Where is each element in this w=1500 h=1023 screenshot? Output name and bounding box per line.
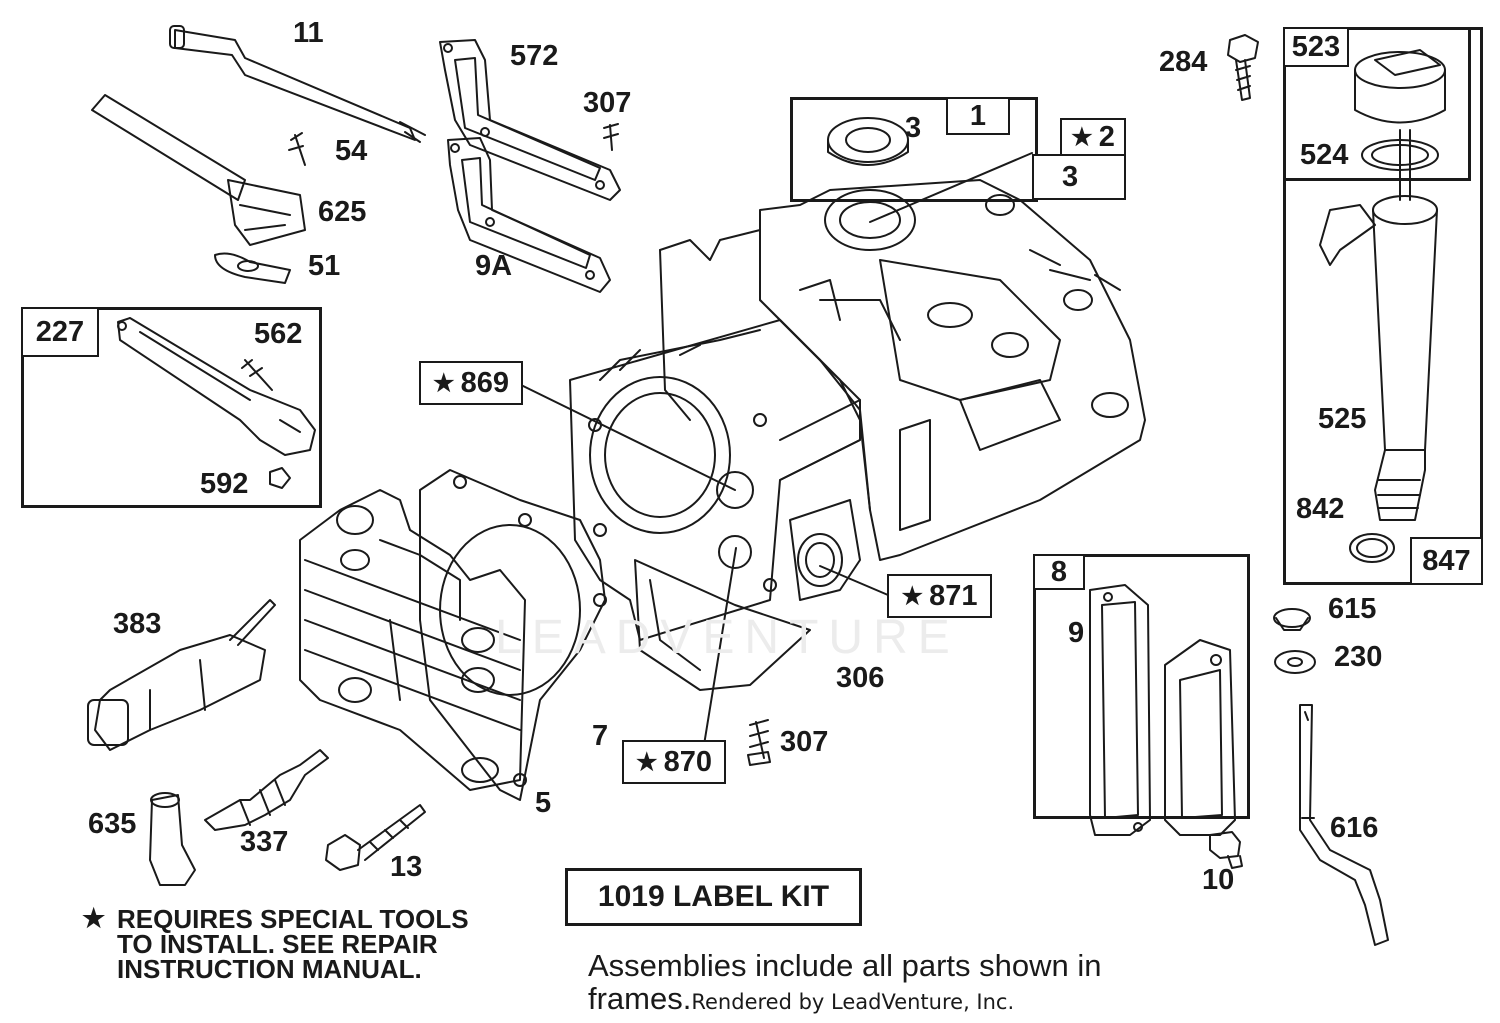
callout-7: 7 [592, 720, 609, 752]
star-icon: ★ [901, 582, 924, 610]
callout-592: 592 [200, 468, 249, 500]
callout-54: 54 [335, 135, 368, 167]
part-383-solenoid [87, 599, 276, 751]
assemblies-note: Assemblies include all parts shown in fr… [588, 949, 1101, 1019]
label-kit-box: 1019 LABEL KIT [565, 868, 862, 926]
frame-8-cover [1033, 554, 1250, 819]
part-9a-gasket [447, 137, 611, 293]
callout-10: 10 [1202, 864, 1235, 896]
assemblies-line-1: Assemblies include all parts shown in [588, 948, 1102, 983]
callout-635: 635 [88, 808, 137, 840]
callout-307-lower: 307 [780, 726, 829, 758]
watermark: LEADVENTURE [495, 611, 960, 664]
part-523-cap [1354, 49, 1446, 201]
part-616-link [1299, 704, 1389, 946]
part-307-screw [747, 719, 771, 766]
part-227-bracket [117, 317, 316, 489]
callout-3: 3 [905, 112, 922, 144]
callout-524: 524 [1300, 139, 1349, 171]
part-572-gasket [439, 39, 621, 201]
part-337-sparkplug [204, 749, 329, 831]
frame-523-cap [1283, 27, 1471, 181]
callout-9: 9 [1068, 617, 1085, 649]
callout-13: 13 [390, 851, 423, 883]
callout-230: 230 [1334, 641, 1383, 673]
star-icon: ★ [1071, 123, 1093, 151]
callout-615: 615 [1328, 593, 1377, 625]
callout-306: 306 [836, 662, 885, 694]
part-230-washer [1274, 650, 1316, 674]
label-3-boxed: 3 [1032, 154, 1126, 200]
label-523: 523 [1283, 27, 1349, 67]
part-306-plate [634, 559, 811, 691]
label-star-870: ★870 [622, 740, 726, 784]
part-crankcase [659, 179, 1146, 561]
label-869-text: 869 [460, 366, 509, 399]
label-871-text: 871 [929, 579, 978, 612]
callout-307-upper: 307 [583, 87, 632, 119]
leader-lines [518, 152, 1033, 746]
frame-227-bracket [21, 307, 322, 508]
callout-11: 11 [293, 17, 324, 49]
label-847: 847 [1410, 537, 1483, 585]
label-star-869: ★869 [419, 361, 523, 405]
callout-383: 383 [113, 608, 162, 640]
note-line: TO INSTALL. SEE REPAIR [117, 929, 438, 959]
part-11-tube [169, 25, 426, 143]
label-227: 227 [21, 307, 99, 357]
part-625-breather [91, 94, 306, 284]
star-icon: ★ [433, 369, 455, 397]
part-525-tube [1319, 195, 1438, 521]
note-line: REQUIRES SPECIAL TOOLS [117, 904, 469, 934]
part-cylinder [569, 319, 861, 641]
label-1: 1 [946, 97, 1010, 135]
label-8: 8 [1033, 554, 1085, 590]
label-2-text: 2 [1098, 120, 1115, 153]
label-star-2: ★2 [1060, 118, 1126, 156]
callout-842: 842 [1296, 493, 1345, 525]
part-3-seal [827, 117, 909, 166]
assemblies-line-2: frames.Rendered by LeadVenture, Inc. [588, 982, 1101, 1019]
label-star-871: ★871 [887, 574, 992, 618]
label-870-text: 870 [663, 745, 712, 778]
callout-525: 525 [1318, 403, 1367, 435]
callout-9a: 9A [475, 250, 513, 282]
assemblies-line-2-text: frames. [588, 981, 692, 1016]
note-line: INSTRUCTION MANUAL. [117, 954, 422, 984]
callout-51: 51 [308, 250, 341, 282]
callout-337: 337 [240, 826, 289, 858]
note-star-icon: ★ [82, 903, 106, 933]
special-tools-note: REQUIRES SPECIAL TOOLS TO INSTALL. SEE R… [117, 904, 469, 984]
callout-572: 572 [510, 40, 559, 72]
frame-1-crankcase [790, 97, 1038, 202]
part-635-boot [149, 792, 196, 886]
part-10-screw [1209, 831, 1243, 869]
star-icon: ★ [636, 748, 658, 776]
render-credit: Rendered by LeadVenture, Inc. [691, 990, 1015, 1014]
callout-616: 616 [1330, 812, 1379, 844]
callout-5: 5 [535, 787, 552, 819]
part-cylinder-head [299, 489, 526, 791]
callout-562: 562 [254, 318, 303, 350]
part-524-oring [1361, 139, 1439, 171]
part-13-bolt [325, 804, 426, 871]
part-8-cover [1164, 639, 1236, 836]
callout-625: 625 [318, 196, 367, 228]
part-284-screw [1227, 34, 1259, 101]
part-842-oring [1349, 533, 1395, 563]
part-615-washer [1273, 608, 1311, 631]
callout-284: 284 [1159, 46, 1208, 78]
